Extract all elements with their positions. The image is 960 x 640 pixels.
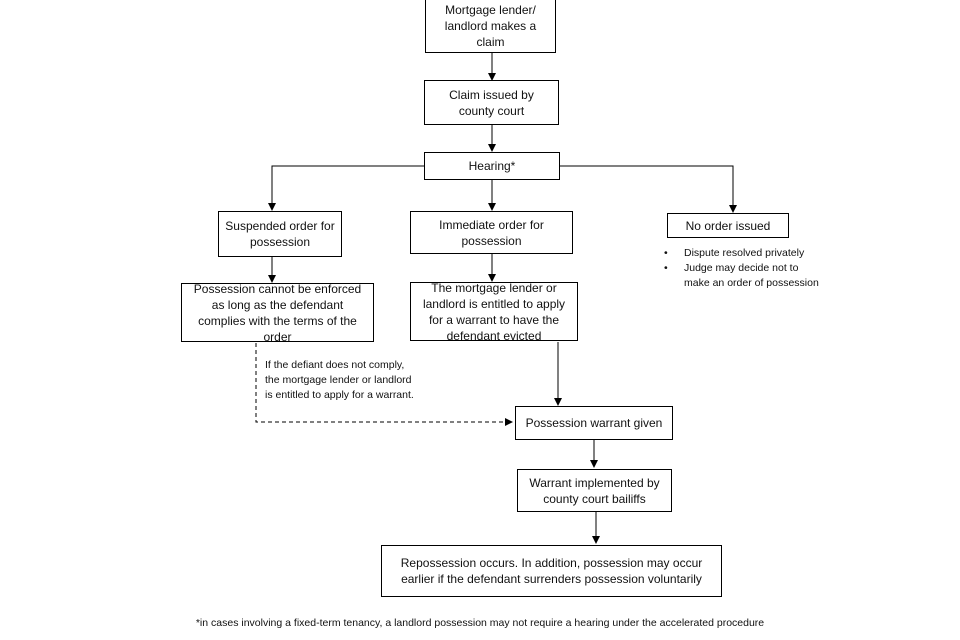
box-immediate-order: Immediate order for possession bbox=[410, 211, 573, 254]
box-immediate-order-label: Immediate order for possession bbox=[439, 217, 544, 248]
box-warrant-implemented-label: Warrant implemented by county court bail… bbox=[529, 475, 660, 506]
no-order-note-text: Dispute resolved privately bbox=[684, 247, 805, 259]
dashed-path-note-line: is entitled to apply for a warrant. bbox=[265, 389, 414, 401]
dashed-arrow-to-warrant bbox=[255, 343, 513, 426]
no-order-note-item: •Judge may decide not to make an order o… bbox=[664, 262, 819, 289]
box-claim-label: Mortgage lender/ landlord makes a claim bbox=[444, 2, 537, 49]
box-hearing: Hearing* bbox=[424, 152, 560, 180]
box-warrant-given-label: Possession warrant given bbox=[525, 416, 663, 430]
box-claim-issued-label: Claim issued by county court bbox=[449, 87, 534, 118]
dashed-path-note-line: If the defiant does not comply, bbox=[265, 359, 405, 371]
no-order-note-item: •Dispute resolved privately bbox=[664, 247, 805, 259]
box-repossession-label: Repossession occurs. In addition, posses… bbox=[400, 556, 703, 586]
no-order-notes: •Dispute resolved privately •Judge may d… bbox=[664, 246, 824, 291]
box-cannot-enforce-label: Possession cannot be enforced as long as… bbox=[193, 281, 362, 344]
box-no-order: No order issued bbox=[667, 213, 789, 238]
box-warrant-given: Possession warrant given bbox=[515, 406, 673, 440]
arrow-hearing-to-no-order bbox=[560, 165, 737, 213]
no-order-note-text: Judge may decide not to make an order of… bbox=[684, 262, 819, 289]
box-suspended-order: Suspended order for possession bbox=[218, 211, 342, 257]
box-suspended-order-label: Suspended order for possession bbox=[225, 219, 335, 249]
box-claim: Mortgage lender/ landlord makes a claim bbox=[425, 0, 556, 53]
box-repossession: Repossession occurs. In addition, posses… bbox=[381, 545, 722, 597]
box-hearing-label: Hearing* bbox=[468, 159, 516, 173]
box-warrant-implemented: Warrant implemented by county court bail… bbox=[517, 469, 672, 512]
box-no-order-label: No order issued bbox=[685, 218, 771, 233]
dashed-path-note-line: the mortgage lender or landlord bbox=[265, 374, 412, 386]
box-entitled-to-warrant-label: The mortgage lender or landlord is entit… bbox=[422, 280, 566, 343]
box-claim-issued: Claim issued by county court bbox=[424, 80, 559, 125]
arrow-hearing-to-suspended bbox=[268, 165, 424, 211]
dashed-path-note: If the defiant does not comply, the mort… bbox=[265, 358, 465, 403]
footnote: *in cases involving a fixed-term tenancy… bbox=[195, 617, 765, 629]
box-entitled-to-warrant: The mortgage lender or landlord is entit… bbox=[410, 280, 578, 343]
box-cannot-enforce: Possession cannot be enforced as long as… bbox=[181, 281, 374, 344]
